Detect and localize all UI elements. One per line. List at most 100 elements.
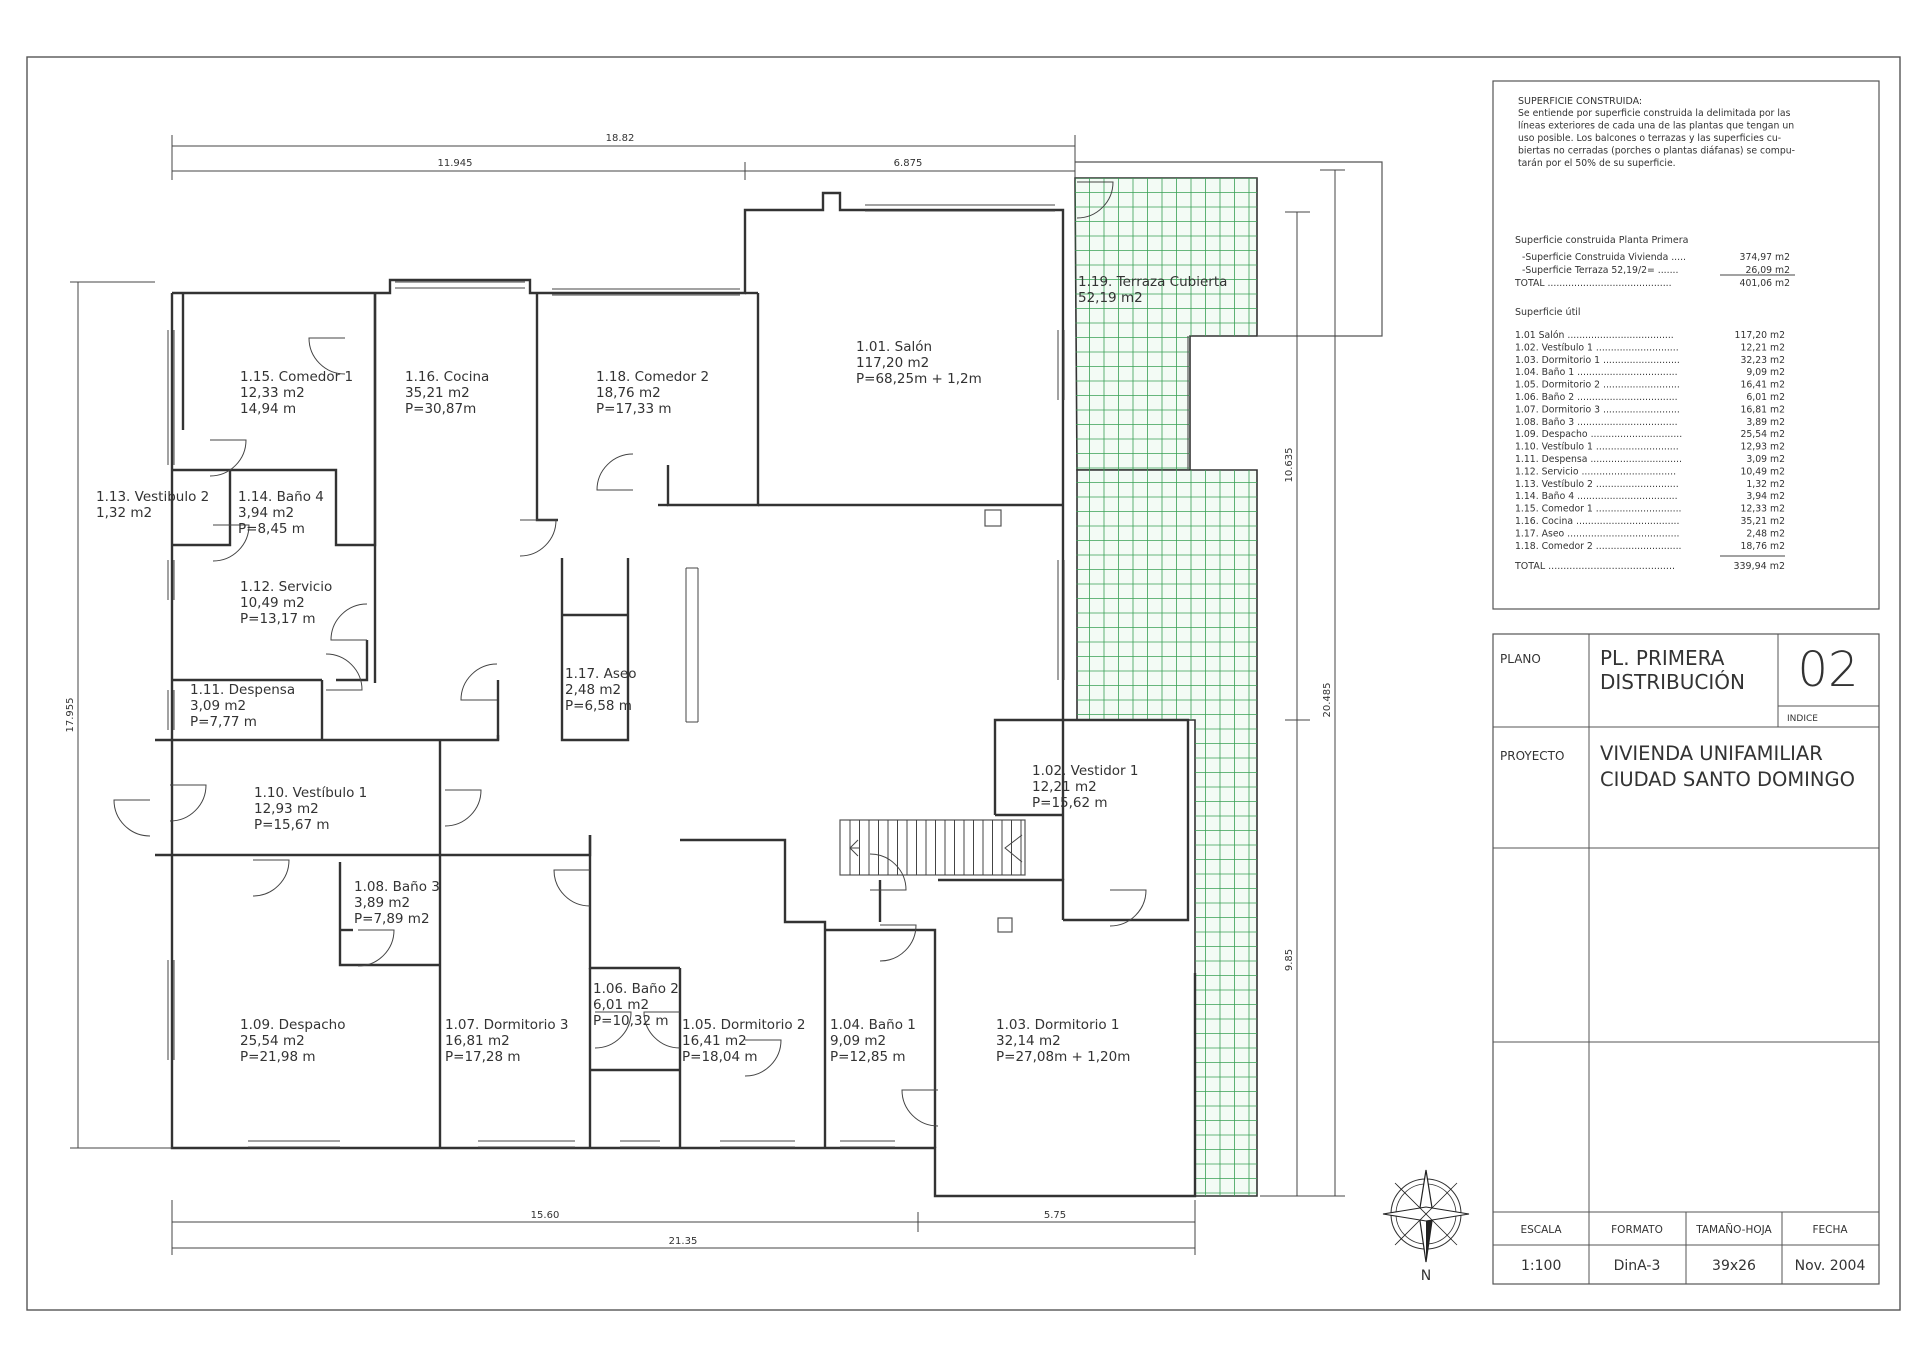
- useful-row-value: 16,81 m2: [1740, 404, 1785, 415]
- room-label-1-17: 1.17. Aseo: [565, 666, 636, 682]
- room-label-1-13: 1,32 m2: [96, 505, 152, 521]
- sheet-border: [26, 56, 1901, 1311]
- room-label-1-08: 1.08. Baño 3: [354, 879, 440, 895]
- built-row-label: -Superficie Construida Vivienda .....: [1522, 252, 1686, 263]
- room-label-1-11: 3,09 m2: [190, 698, 246, 714]
- door-swing: [308, 337, 346, 375]
- door-swing: [1076, 181, 1114, 219]
- footer-header-fecha: FECHA: [1812, 1224, 1848, 1236]
- dim-top-left: 11.945: [438, 158, 473, 169]
- useful-row-label: 1.01 Salón .............................…: [1515, 330, 1674, 341]
- room-label-1-19: 1.19. Terraza Cubierta: [1078, 274, 1227, 290]
- room-label-1-12: P=13,17 m: [240, 611, 316, 627]
- room-label-1-08: P=7,89 m2: [354, 911, 430, 927]
- door-swing: [252, 859, 290, 897]
- useful-row-value: 12,93 m2: [1740, 442, 1785, 453]
- room-label-1-03: 1.03. Dormitorio 1: [996, 1017, 1120, 1033]
- proyecto-line2: CIUDAD SANTO DOMINGO: [1600, 768, 1855, 791]
- useful-row-label: 1.07. Dormitorio 3 .....................…: [1515, 404, 1680, 415]
- notes-paragraph: Se entiende por superficie construida la…: [1518, 108, 1795, 169]
- door-swing: [169, 784, 207, 822]
- footer-value-escala: 1:100: [1521, 1258, 1561, 1274]
- useful-row-label: 1.16. Cocina ...........................…: [1515, 516, 1679, 527]
- useful-row-value: 6,01 m2: [1746, 392, 1785, 403]
- terrace-area: [1074, 161, 1383, 1197]
- room-label-1-14: 1.14. Baño 4: [238, 489, 324, 505]
- room-label-1-11: P=7,77 m: [190, 714, 257, 730]
- room-label-1-12: 1.12. Servicio: [240, 579, 332, 595]
- useful-row-value: 32,23 m2: [1740, 355, 1785, 366]
- useful-row-label: 1.11. Despensa .........................…: [1515, 454, 1682, 465]
- dim-left-total: 17.955: [65, 698, 76, 733]
- door-swing: [444, 789, 482, 827]
- footer-value-tamano: 39x26: [1712, 1258, 1756, 1274]
- room-label-1-01: 117,20 m2: [856, 355, 929, 371]
- door-swing: [325, 653, 363, 691]
- useful-total-label: TOTAL ..................................…: [1514, 561, 1675, 572]
- room-label-1-06: 1.06. Baño 2: [593, 981, 679, 997]
- room-label-1-07: 1.07. Dormitorio 3: [445, 1017, 569, 1033]
- proyecto-line1: VIVIENDA UNIFAMILIAR: [1600, 742, 1823, 765]
- door-swing: [357, 929, 395, 967]
- built-row-value: 401,06 m2: [1740, 278, 1790, 289]
- useful-row-value: 1,32 m2: [1746, 479, 1785, 490]
- staircase: [839, 819, 1026, 876]
- footer-header-formato: FORMATO: [1611, 1224, 1663, 1236]
- proyecto-label: PROYECTO: [1500, 749, 1564, 763]
- room-label-1-10: 1.10. Vestíbulo 1: [254, 785, 367, 801]
- footer-value-formato: DinA-3: [1614, 1258, 1661, 1274]
- room-label-1-10: P=15,67 m: [254, 817, 330, 833]
- useful-row-value: 3,89 m2: [1746, 417, 1785, 428]
- door-swing: [744, 1039, 782, 1077]
- room-label-1-18: 18,76 m2: [596, 385, 661, 401]
- useful-row-value: 25,54 m2: [1740, 429, 1785, 440]
- useful-row-label: 1.13. Vestíbulo 2 ......................…: [1515, 479, 1679, 490]
- notes-paragraph-line: líneas exteriores de cada una de las pla…: [1518, 121, 1794, 132]
- room-label-1-14: P=8,45 m: [238, 521, 305, 537]
- indice-label: INDICE: [1787, 714, 1818, 724]
- north-label: N: [1421, 1268, 1431, 1284]
- room-label-1-01: 1.01. Salón: [856, 339, 932, 355]
- room-label-1-13: 1.13. Vestibulo 2: [96, 489, 209, 505]
- useful-row-label: 1.17. Aseo .............................…: [1515, 528, 1679, 539]
- useful-row-value: 9,09 m2: [1746, 367, 1785, 378]
- useful-row-value: 117,20 m2: [1735, 330, 1785, 341]
- useful-row-value: 18,76 m2: [1740, 541, 1785, 552]
- stair-steps: [849, 820, 1023, 875]
- useful-row-value: 16,41 m2: [1740, 380, 1785, 391]
- useful-row-label: 1.15. Comedor 1 ........................…: [1515, 504, 1682, 515]
- room-label-1-07: P=17,28 m: [445, 1049, 521, 1065]
- room-label-1-09: 1.09. Despacho: [240, 1017, 345, 1033]
- room-label-1-05: P=18,04 m: [682, 1049, 758, 1065]
- door-swing: [212, 524, 250, 562]
- roof-outline: [1075, 161, 1383, 337]
- useful-total-value: 339,94 m2: [1733, 561, 1785, 572]
- room-label-1-05: 16,41 m2: [682, 1033, 747, 1049]
- plano-label: PLANO: [1500, 652, 1541, 666]
- built-row-label: TOTAL ..................................…: [1514, 278, 1672, 289]
- room-label-1-03: 32,14 m2: [996, 1033, 1061, 1049]
- room-label-1-18: 1.18. Comedor 2: [596, 369, 709, 385]
- room-label-1-14: 3,94 m2: [238, 505, 294, 521]
- door-swings: [113, 181, 1147, 1127]
- useful-row-value: 2,48 m2: [1746, 528, 1785, 539]
- room-label-1-11: 1.11. Despensa: [190, 682, 295, 698]
- room-label-1-15: 14,94 m: [240, 401, 296, 417]
- useful-row-value: 35,21 m2: [1740, 516, 1785, 527]
- useful-row-value: 3,94 m2: [1746, 491, 1785, 502]
- room-label-1-08: 3,89 m2: [354, 895, 410, 911]
- useful-row-value: 10,49 m2: [1740, 466, 1785, 477]
- footer-value-fecha: Nov. 2004: [1795, 1258, 1866, 1274]
- room-label-1-06: 6,01 m2: [593, 997, 649, 1013]
- north-arrow: N: [1382, 1169, 1470, 1284]
- dim-bottom-total: 21.35: [669, 1236, 698, 1247]
- useful-row-label: 1.12. Servicio .........................…: [1515, 466, 1676, 477]
- room-label-1-09: P=21,98 m: [240, 1049, 316, 1065]
- surface-notes-box: SUPERFICIE CONSTRUIDA: Se entiende por s…: [1492, 80, 1880, 610]
- interior-walls: [155, 291, 1065, 1148]
- footer-header-tamano: TAMAÑO-HOJA: [1695, 1223, 1772, 1236]
- door-swing: [553, 869, 591, 907]
- room-label-1-19: 52,19 m2: [1078, 290, 1143, 306]
